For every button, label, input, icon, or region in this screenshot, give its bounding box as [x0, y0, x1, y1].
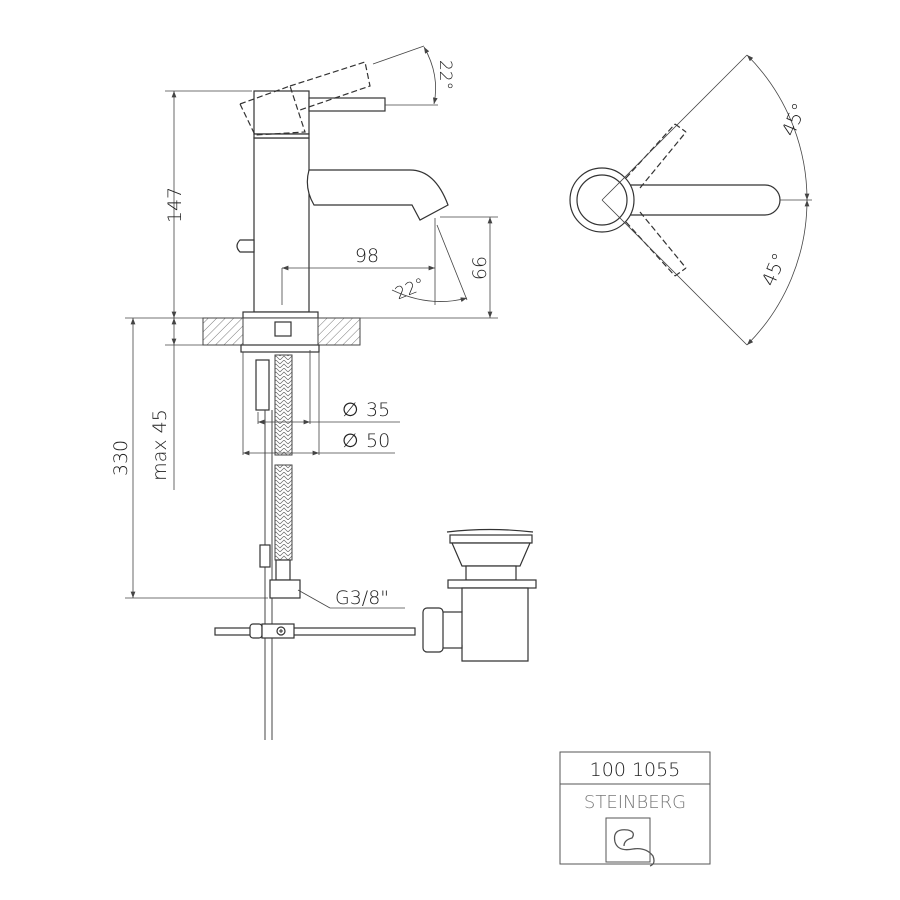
flex-hose-lower [274, 464, 293, 561]
top-lever-rotated-down [625, 211, 687, 277]
dim-rotation-down: 45° [758, 250, 791, 290]
flex-hose-upper [274, 354, 293, 456]
dim-connection: G3/8" [335, 587, 389, 609]
faucet-top-view: 45° 45° [569, 54, 812, 346]
dim-66: 66 [469, 256, 491, 280]
top-lever [629, 184, 781, 216]
brand-name: STEINBERG [584, 792, 686, 813]
brand-logo-icon [605, 817, 655, 867]
dim-147: 147 [164, 187, 186, 223]
diameter-symbol: ∅ [342, 430, 359, 452]
body-base [242, 311, 319, 319]
popup-knob [236, 239, 255, 253]
lever-tilted-handle [289, 61, 371, 111]
faucet-side-view [236, 61, 449, 319]
mounting-nut [240, 344, 320, 353]
diameter-symbol: ∅ [342, 399, 359, 421]
dim-rotation-up: 45° [778, 100, 811, 140]
waste-flange [447, 579, 537, 589]
dim-330: 330 [110, 440, 132, 476]
dim-35: 35 [366, 399, 390, 421]
faucet-body [253, 137, 310, 313]
lever-head [253, 90, 310, 135]
dim-max-45: max 45 [149, 409, 171, 481]
dim-98: 98 [355, 245, 379, 267]
popup-rod-housing [255, 359, 270, 411]
lever-handle [308, 97, 386, 112]
dim-50: 50 [366, 430, 390, 452]
waste-nut [422, 607, 444, 653]
popup-waste [422, 528, 537, 662]
top-lever-rotated-up [625, 123, 687, 189]
dim-lever-angle: 22° [435, 60, 455, 90]
spout [306, 169, 449, 221]
dimensions: 147 98 66 22° 22° 330 max 45 ∅ 35 ∅ 50 G… [110, 45, 498, 609]
hose-connector [269, 579, 301, 599]
counter-section [202, 317, 416, 740]
article-number: 100 1055 [590, 759, 681, 781]
title-block: 100 1055 STEINBERG [559, 751, 711, 867]
lever-tilted-outline [239, 85, 306, 136]
